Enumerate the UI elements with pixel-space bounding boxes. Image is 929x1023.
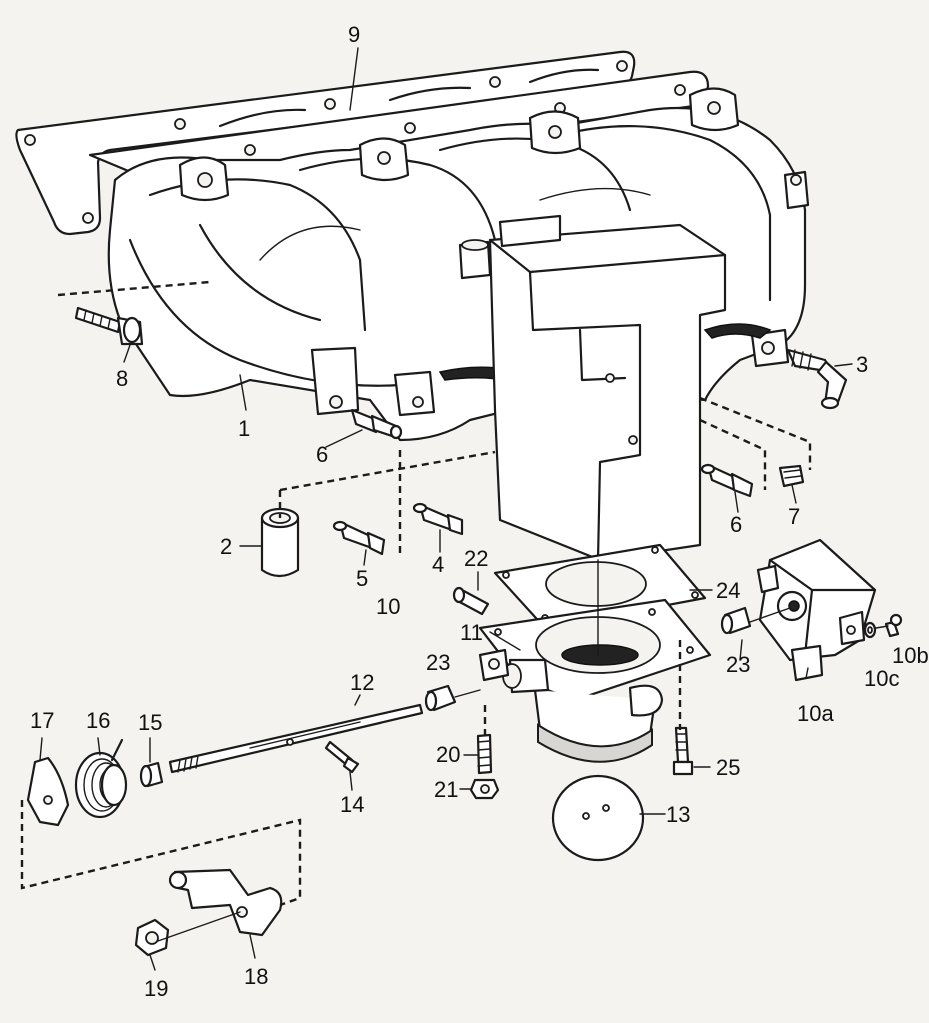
label-10c: 10c xyxy=(864,666,899,691)
screw-10b xyxy=(884,613,903,638)
sensor-6-upper xyxy=(350,408,403,440)
label-13: 13 xyxy=(666,802,690,827)
label-6-lower: 6 xyxy=(730,512,742,537)
label-24: 24 xyxy=(716,578,740,603)
sleeve xyxy=(260,507,300,578)
callout-labels: 9 1 2 3 4 5 6 6 7 8 10 10a 10b 10c 11 12… xyxy=(30,22,929,1001)
manifold-gasket xyxy=(15,50,636,236)
label-18: 18 xyxy=(244,964,268,989)
label-23-right: 23 xyxy=(726,652,750,677)
sensor-6-lower xyxy=(700,463,754,498)
stud-20 xyxy=(476,733,493,775)
label-22: 22 xyxy=(464,546,488,571)
nut-21 xyxy=(469,778,500,800)
throttle-position-sensor xyxy=(756,538,877,682)
label-5: 5 xyxy=(356,566,368,591)
washer-10c xyxy=(863,621,877,639)
bush-15 xyxy=(139,761,164,788)
pin-22 xyxy=(452,586,490,616)
screw-25 xyxy=(672,726,694,776)
label-4: 4 xyxy=(432,552,444,577)
bracket-18 xyxy=(168,868,283,937)
label-25: 25 xyxy=(716,755,740,780)
screw-14 xyxy=(324,740,360,774)
bushing-23-right xyxy=(720,606,752,635)
throttle-plate xyxy=(551,774,645,862)
label-3: 3 xyxy=(856,352,868,377)
label-15: 15 xyxy=(138,710,162,735)
temperature-sensor-4 xyxy=(412,502,464,536)
bolt-8 xyxy=(74,306,144,346)
label-8: 8 xyxy=(116,366,128,391)
hose-nipple xyxy=(786,348,848,410)
label-1: 1 xyxy=(238,416,250,441)
label-10a: 10a xyxy=(797,701,834,726)
lever-17 xyxy=(26,756,70,827)
temperature-sensor-5 xyxy=(332,520,386,556)
label-6-upper: 6 xyxy=(316,442,328,467)
bushing-23-left xyxy=(424,684,457,712)
label-7: 7 xyxy=(788,504,800,529)
leader-lines xyxy=(39,47,853,971)
label-23-left: 23 xyxy=(426,650,450,675)
plenum-neck xyxy=(488,214,727,562)
throttle-shaft xyxy=(168,703,424,774)
label-10: 10 xyxy=(376,594,400,619)
plug-7 xyxy=(778,464,805,488)
label-10b: 10b xyxy=(892,643,929,668)
throttle-body xyxy=(478,598,712,763)
label-16: 16 xyxy=(86,708,110,733)
label-21: 21 xyxy=(434,777,458,802)
label-19: 19 xyxy=(144,976,168,1001)
label-2: 2 xyxy=(220,534,232,559)
nut-19 xyxy=(134,918,170,957)
return-spring xyxy=(74,738,128,819)
label-11: 11 xyxy=(460,620,483,645)
label-17: 17 xyxy=(30,708,54,733)
assembly-lines xyxy=(20,280,889,942)
label-12: 12 xyxy=(350,670,374,695)
label-9: 9 xyxy=(348,22,360,47)
label-14: 14 xyxy=(340,792,364,817)
label-20: 20 xyxy=(436,742,460,767)
